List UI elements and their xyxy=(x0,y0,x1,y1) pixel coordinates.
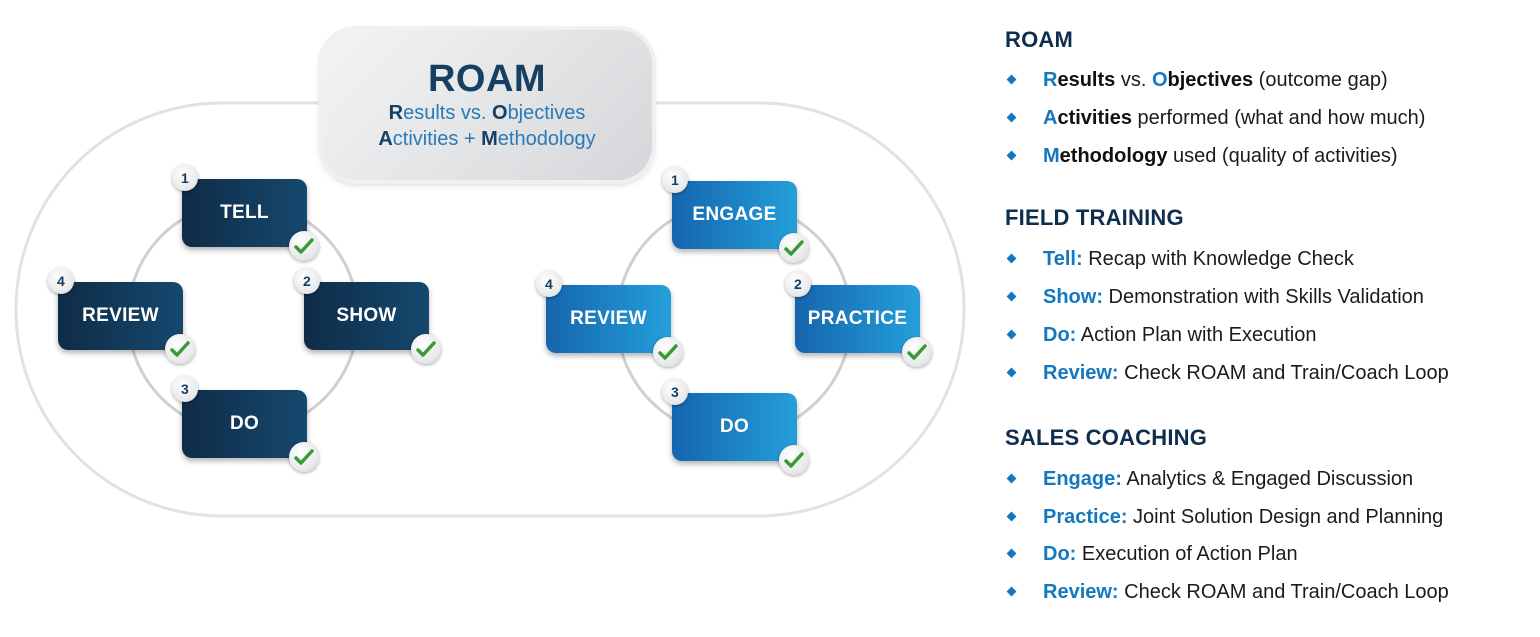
legend-item-desc: performed (what and how much) xyxy=(1131,107,1426,129)
step-number-badge: 4 xyxy=(48,268,74,294)
check-icon xyxy=(411,334,441,364)
diamond-bullet-icon xyxy=(1006,367,1017,378)
legend-item-key: Practice: xyxy=(1043,506,1128,528)
diamond-bullet-icon xyxy=(1006,329,1017,340)
sales-coaching-step-practice: 2 PRACTICE xyxy=(785,271,932,367)
roam-letter-o: O xyxy=(492,102,508,124)
roam-text: ctivities + xyxy=(392,128,482,150)
roam-summary-box: ROAM Results vs. Objectives Activities +… xyxy=(322,30,652,180)
legend-key-letter: A xyxy=(1043,107,1058,129)
step-label: PRACTICE xyxy=(807,308,908,329)
check-icon xyxy=(289,442,319,472)
legend-item-text: Engage: Analytics & Engaged Discussion xyxy=(1043,466,1413,492)
check-icon xyxy=(902,337,932,367)
diamond-bullet-icon xyxy=(1006,150,1017,161)
roam-line-activities-methodology: Activities + Methodology xyxy=(322,126,652,152)
legend-item-text: Show: Demonstration with Skills Validati… xyxy=(1043,284,1424,310)
legend-item-text: Do: Action Plan with Execution xyxy=(1043,322,1316,348)
sales-coaching-step-engage: 1 ENGAGE xyxy=(662,167,809,263)
check-icon xyxy=(289,231,319,261)
legend-item-desc: Joint Solution Design and Planning xyxy=(1127,506,1444,528)
check-icon xyxy=(653,337,683,367)
roam-letter-r: R xyxy=(388,102,404,124)
legend-item-text: Results vs. Objectives (outcome gap) xyxy=(1043,67,1388,93)
legend-item-text: Methodology used (quality of activities) xyxy=(1043,143,1398,169)
legend-item-text: Review: Check ROAM and Train/Coach Loop xyxy=(1043,579,1449,605)
diamond-bullet-icon xyxy=(1006,473,1017,484)
step-label: TELL xyxy=(220,202,269,223)
diamond-bullet-icon xyxy=(1006,253,1017,264)
legend-item-text: Review: Check ROAM and Train/Coach Loop xyxy=(1043,360,1449,386)
diamond-bullet-icon xyxy=(1006,112,1017,123)
legend-item-key: Review: xyxy=(1043,581,1119,603)
check-icon xyxy=(779,233,809,263)
legend-item-text: Do: Execution of Action Plan xyxy=(1043,541,1298,567)
step-label: DO xyxy=(229,413,260,434)
sales-coaching-step-do: 3 DO xyxy=(662,379,809,475)
step-label: REVIEW xyxy=(570,308,647,329)
legend-key-letter: O xyxy=(1151,69,1168,91)
legend-item-key: Tell: xyxy=(1043,248,1083,270)
step-number-badge: 3 xyxy=(662,379,688,405)
legend-item-desc: Action Plan with Execution xyxy=(1076,324,1317,346)
step-number-badge: 2 xyxy=(785,271,811,297)
legend-item-key: Show: xyxy=(1043,286,1103,308)
legend-item-desc: vs. xyxy=(1115,69,1152,91)
field-training-step-do: 3 DO xyxy=(172,376,319,472)
legend-roam-title: ROAM xyxy=(1005,27,1074,52)
roam-line-results-objectives: Results vs. Objectives xyxy=(322,100,652,126)
legend-item-desc: Recap with Knowledge Check xyxy=(1082,248,1354,270)
legend-item-desc: Execution of Action Plan xyxy=(1076,543,1298,565)
sales-coaching-step-review: 4 REVIEW xyxy=(536,271,683,367)
step-number-badge: 4 xyxy=(536,271,562,297)
legend-item-desc: Demonstration with Skills Validation xyxy=(1103,286,1424,308)
diamond-bullet-icon xyxy=(1006,74,1017,85)
legend-item-desc: Check ROAM and Train/Coach Loop xyxy=(1118,362,1449,384)
roam-text: esults vs. xyxy=(403,102,492,124)
legend-item-desc: used (quality of activities) xyxy=(1167,145,1398,167)
roam-text: bjectives xyxy=(507,102,586,124)
diamond-bullet-icon xyxy=(1006,548,1017,559)
legend-sales-coaching-title: SALES COACHING xyxy=(1005,425,1208,450)
legend-item-text: Activities performed (what and how much) xyxy=(1043,105,1425,131)
legend-item-desc: Check ROAM and Train/Coach Loop xyxy=(1118,581,1449,603)
diamond-bullet-icon xyxy=(1006,586,1017,597)
step-label: DO xyxy=(719,416,750,437)
legend-item-desc: Analytics & Engaged Discussion xyxy=(1121,468,1414,490)
legend-item-text: Tell: Recap with Knowledge Check xyxy=(1043,246,1354,272)
legend-key-letter: R xyxy=(1043,69,1058,91)
step-label: ENGAGE xyxy=(692,204,777,225)
roam-title: ROAM xyxy=(427,58,547,100)
step-number-badge: 3 xyxy=(172,376,198,402)
legend-key-letter: M xyxy=(1043,145,1060,167)
field-training-step-show: 2 SHOW xyxy=(294,268,441,364)
field-training-step-review: 4 REVIEW xyxy=(48,268,195,364)
step-label: REVIEW xyxy=(82,305,159,326)
step-number-badge: 1 xyxy=(662,167,688,193)
roam-letter-a: A xyxy=(378,128,393,150)
legend-item-key: Do: xyxy=(1043,324,1077,346)
roam-cycle-diagram: ROAM Results vs. Objectives Activities +… xyxy=(14,30,966,518)
step-label: SHOW xyxy=(336,305,397,326)
field-training-step-tell: 1 TELL xyxy=(172,165,319,261)
step-number-badge: 2 xyxy=(294,268,320,294)
legend-item-text: Practice: Joint Solution Design and Plan… xyxy=(1043,504,1443,530)
legend-field-training-title: FIELD TRAINING xyxy=(1005,205,1184,230)
legend-item-key: Review: xyxy=(1043,362,1119,384)
legend-item-desc: (outcome gap) xyxy=(1253,69,1388,91)
roam-letter-m: M xyxy=(481,128,498,150)
legend-item-key: Engage: xyxy=(1043,468,1122,490)
legend-key-word: bjectives xyxy=(1167,69,1254,91)
check-icon xyxy=(779,445,809,475)
legend-item-key: Do: xyxy=(1043,543,1077,565)
legend-key-word: esults xyxy=(1057,69,1116,91)
legend-key-word: ethodology xyxy=(1059,145,1168,167)
diamond-bullet-icon xyxy=(1006,291,1017,302)
check-icon xyxy=(165,334,195,364)
legend-key-word: ctivities xyxy=(1057,107,1132,129)
diamond-bullet-icon xyxy=(1006,511,1017,522)
step-number-badge: 1 xyxy=(172,165,198,191)
roam-text: ethodology xyxy=(497,128,596,150)
